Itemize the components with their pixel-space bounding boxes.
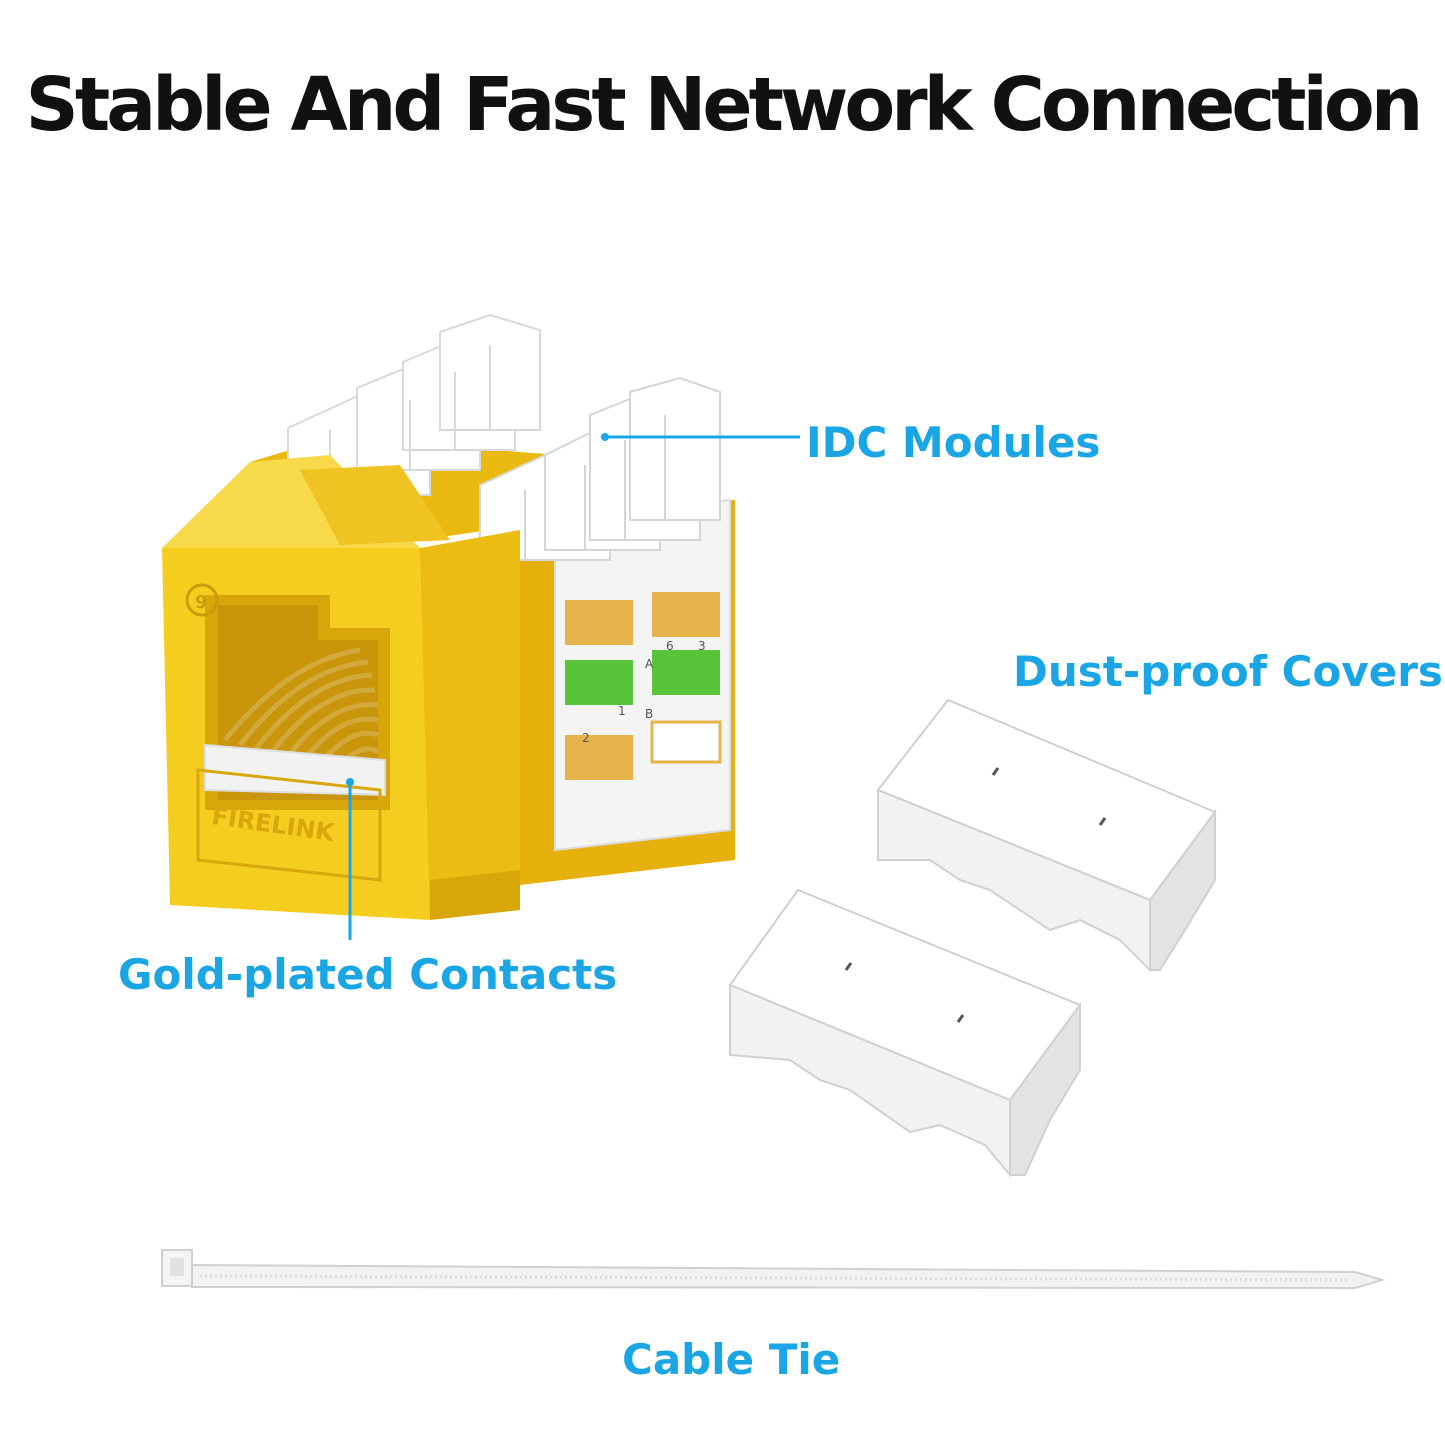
wiring-label-2: 2 bbox=[582, 731, 590, 745]
gold-contacts-label: Gold-plated Contacts bbox=[118, 950, 618, 999]
category-badge-icon bbox=[185, 583, 219, 617]
wiring-label-b: B bbox=[645, 707, 653, 721]
page-title: Stable And Fast Network Connection bbox=[25, 62, 1424, 148]
cable-tie-label: Cable Tie bbox=[622, 1335, 841, 1384]
wiring-label-3: 3 bbox=[698, 639, 706, 653]
wiring-code-labels: A B 1 2 3 6 bbox=[565, 592, 722, 780]
wiring-label-6: 6 bbox=[666, 639, 674, 653]
idc-callout-dot bbox=[601, 433, 609, 441]
dust-covers-label: Dust-proof Covers bbox=[1013, 647, 1443, 696]
wiring-label-1: 1 bbox=[618, 704, 626, 718]
cable-tie bbox=[161, 1249, 1386, 1290]
idc-modules-label: IDC Modules bbox=[806, 418, 1101, 467]
keystone-jack: A B 1 2 3 6 9 bbox=[162, 313, 735, 920]
category-mark: 9 bbox=[195, 592, 208, 613]
idc-back-row bbox=[287, 313, 541, 496]
dust-cover-upper bbox=[876, 698, 1217, 973]
wiring-label-a: A bbox=[645, 657, 654, 671]
contacts-callout-dot bbox=[346, 778, 354, 786]
dust-cover-lower bbox=[728, 888, 1082, 1178]
